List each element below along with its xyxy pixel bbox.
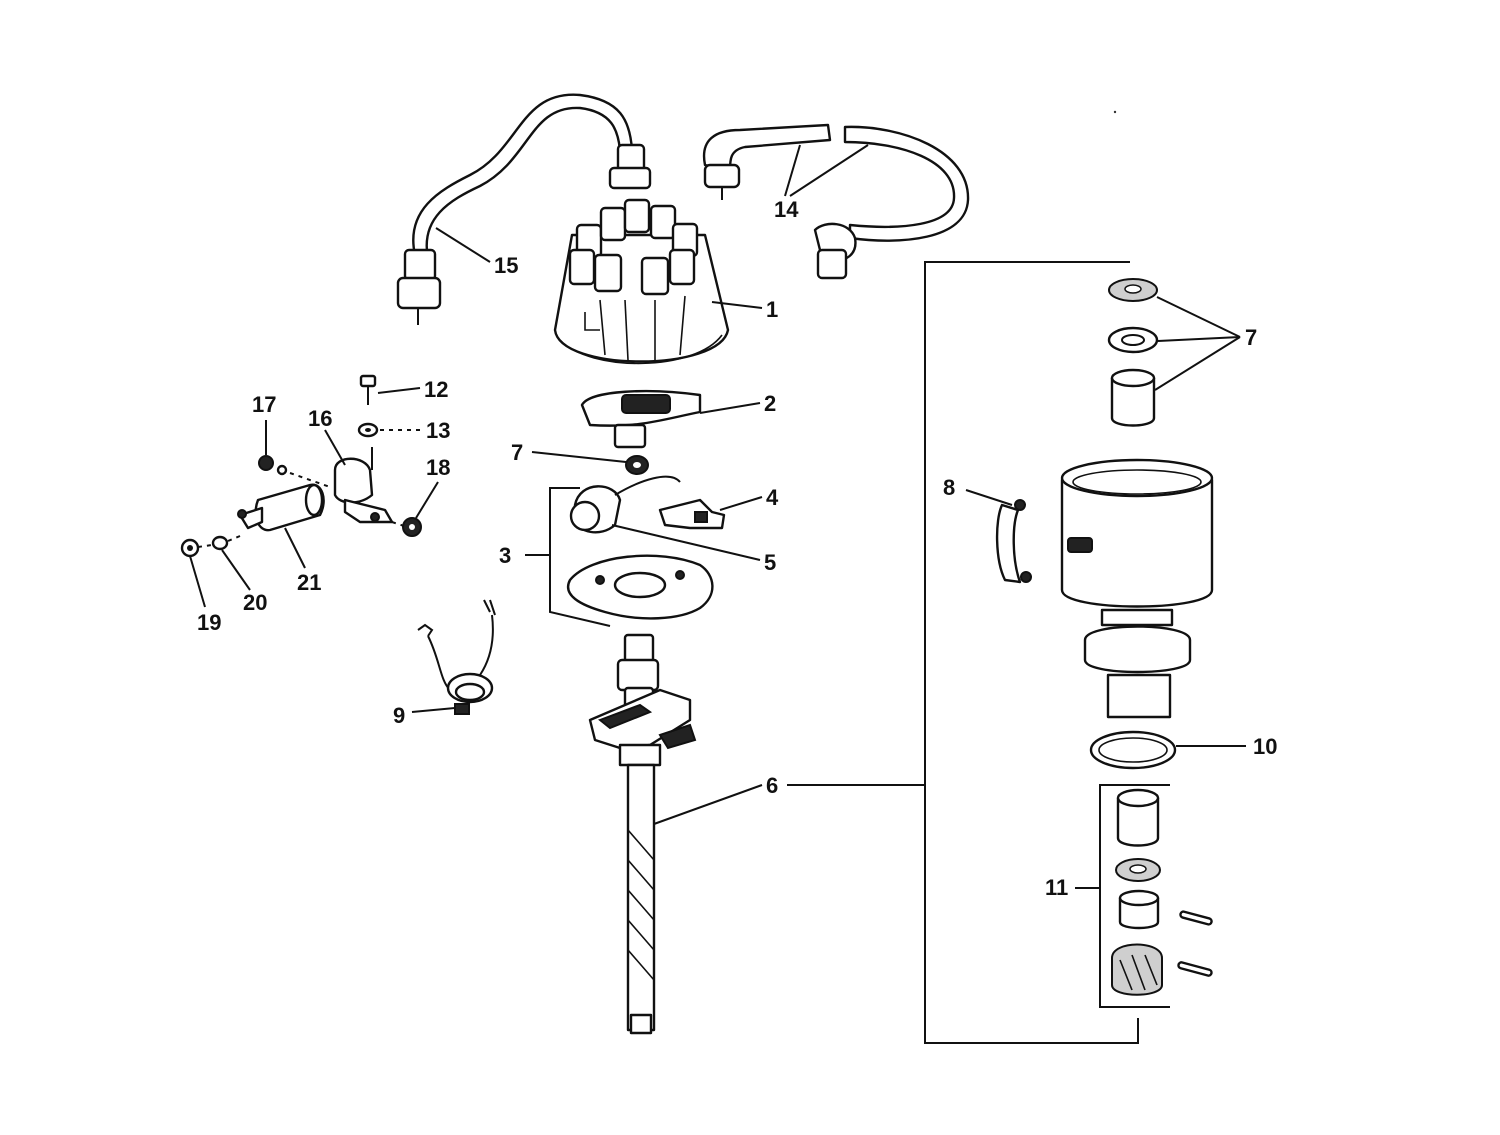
callout-13: 13	[426, 418, 450, 443]
callout-2: 2	[764, 391, 776, 416]
callout-7-rotor-washer: 7	[511, 440, 523, 465]
housing-bushings	[1107, 278, 1159, 427]
callout-3: 3	[499, 543, 511, 568]
callout-21: 21	[297, 570, 321, 595]
spark-plug-wire-15	[396, 93, 652, 325]
rotor-washer	[625, 455, 649, 475]
callout-10: 10	[1253, 734, 1277, 759]
hardware-nut-18	[402, 517, 422, 537]
o-ring	[1089, 730, 1177, 770]
callout-5: 5	[764, 550, 776, 575]
callout-18: 18	[426, 455, 450, 480]
distributor-cap	[553, 198, 730, 365]
callout-8: 8	[943, 475, 955, 500]
callout-19: 19	[197, 610, 221, 635]
callout-15: 15	[494, 253, 518, 278]
housing-clip	[995, 499, 1032, 584]
hardware-nut-19	[180, 538, 200, 558]
callout-12: 12	[424, 377, 448, 402]
spark-plug-wire-14	[702, 123, 970, 280]
distributor-housing	[1060, 458, 1214, 719]
speck	[1113, 110, 1117, 114]
callout-labels: 1 2 3 4 5 6 7 7 8 9 10 11 12 13 14 15 16…	[197, 197, 1277, 900]
condenser	[237, 483, 325, 532]
hardware-screw-12	[359, 374, 377, 405]
gear-kit	[1111, 788, 1213, 996]
hardware-washer-20	[211, 535, 229, 551]
callout-9: 9	[393, 703, 405, 728]
callout-11: 11	[1045, 875, 1068, 900]
callout-1: 1	[766, 297, 778, 322]
hardware-washer-13	[357, 422, 379, 438]
distributor-shaft	[588, 633, 697, 1035]
hardware-screw-17	[258, 455, 288, 476]
callout-4: 4	[766, 485, 779, 510]
callout-14: 14	[774, 197, 799, 222]
callout-7-bushings: 7	[1245, 325, 1257, 350]
callout-6: 6	[766, 773, 778, 798]
rotor	[580, 389, 702, 449]
breaker-points	[569, 475, 726, 534]
condenser-bracket-16	[333, 457, 394, 524]
callout-16: 16	[308, 406, 332, 431]
callout-20: 20	[243, 590, 267, 615]
leader-lines	[189, 144, 1246, 1044]
breaker-plate	[566, 554, 714, 620]
primary-lead-wire	[417, 599, 496, 715]
callout-17: 17	[252, 392, 276, 417]
